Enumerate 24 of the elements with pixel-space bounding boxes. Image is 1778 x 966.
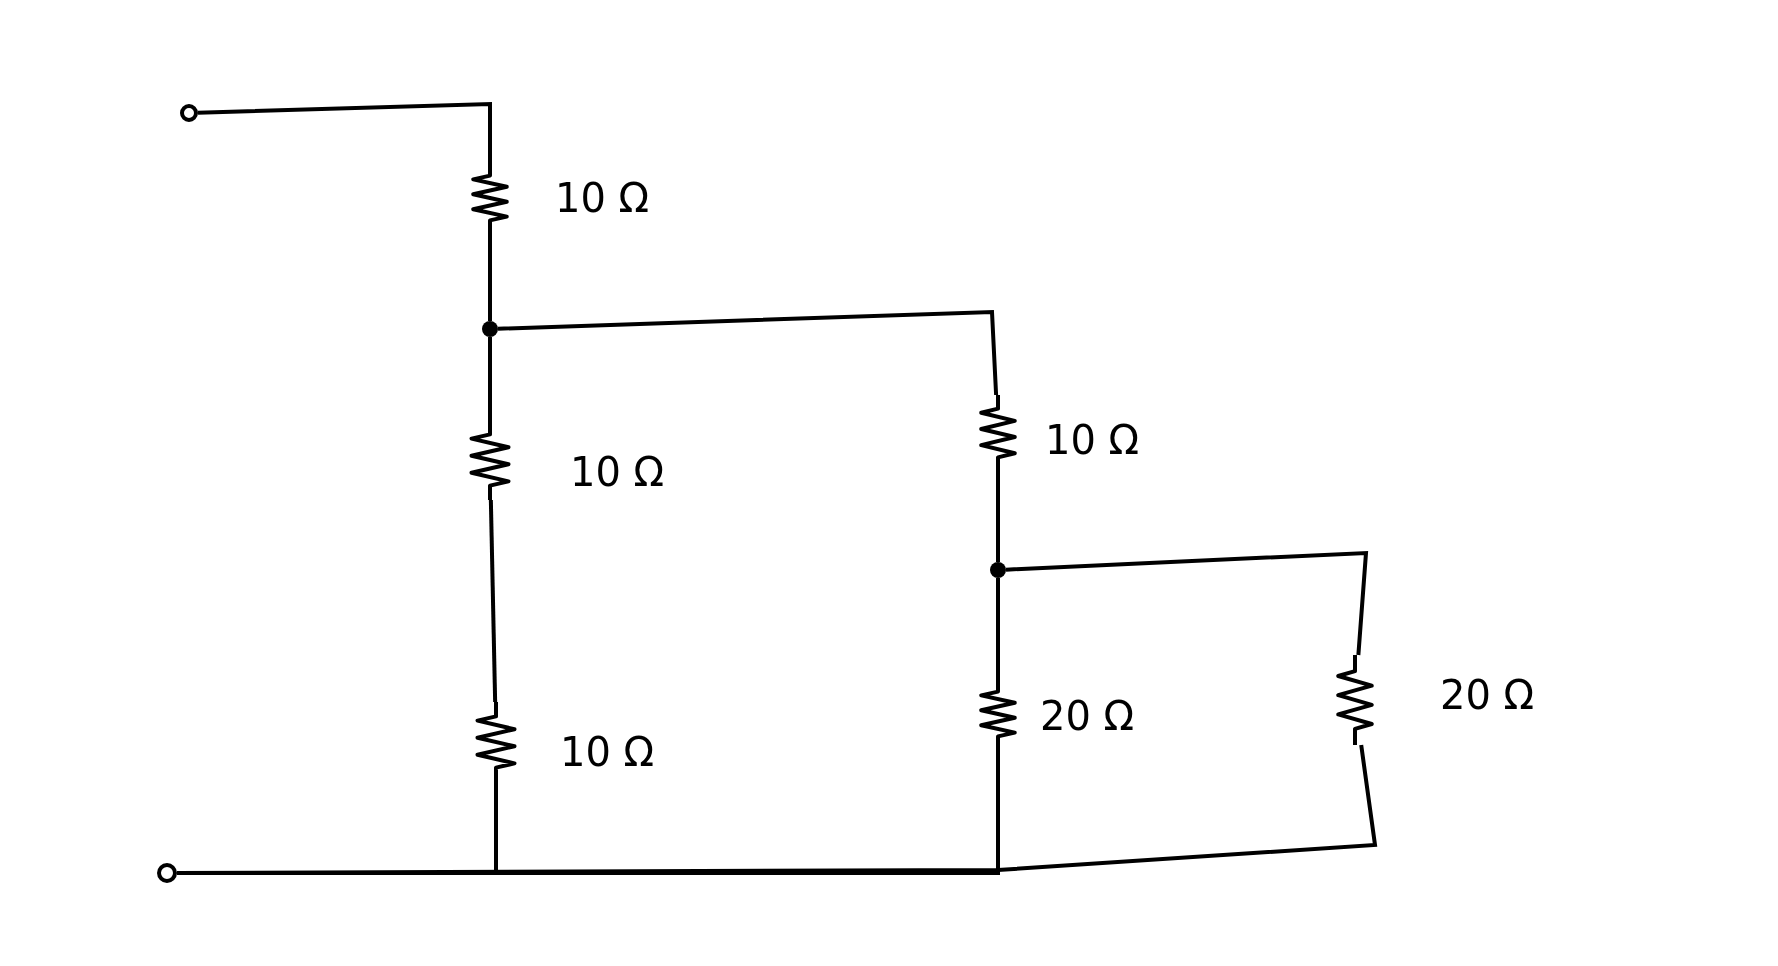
wire [197, 101, 492, 163]
wire [1005, 550, 1369, 656]
resistance-label: 10 Ω [555, 178, 650, 218]
wire [497, 309, 999, 396]
terminal-circle [180, 104, 198, 122]
junction-dot [482, 321, 498, 337]
resistance-label: 10 Ω [570, 452, 665, 492]
resistance-label: 10 Ω [560, 732, 655, 772]
wire [488, 233, 492, 321]
wire [996, 578, 1000, 679]
resistance-label: 10 Ω [1045, 420, 1140, 460]
resistor-symbol [978, 395, 1018, 471]
resistor-symbol [470, 163, 510, 233]
resistor-symbol [978, 679, 1018, 749]
terminal-circle [157, 863, 177, 883]
wire [488, 499, 498, 703]
wire [996, 471, 1000, 562]
resistor-symbol [1335, 655, 1375, 745]
junction-dot [990, 562, 1006, 578]
wire [488, 337, 492, 420]
resistor-symbol [468, 420, 512, 500]
resistor-symbol [474, 702, 518, 782]
resistance-label: 20 Ω [1440, 675, 1535, 715]
resistance-label: 20 Ω [1040, 696, 1135, 736]
